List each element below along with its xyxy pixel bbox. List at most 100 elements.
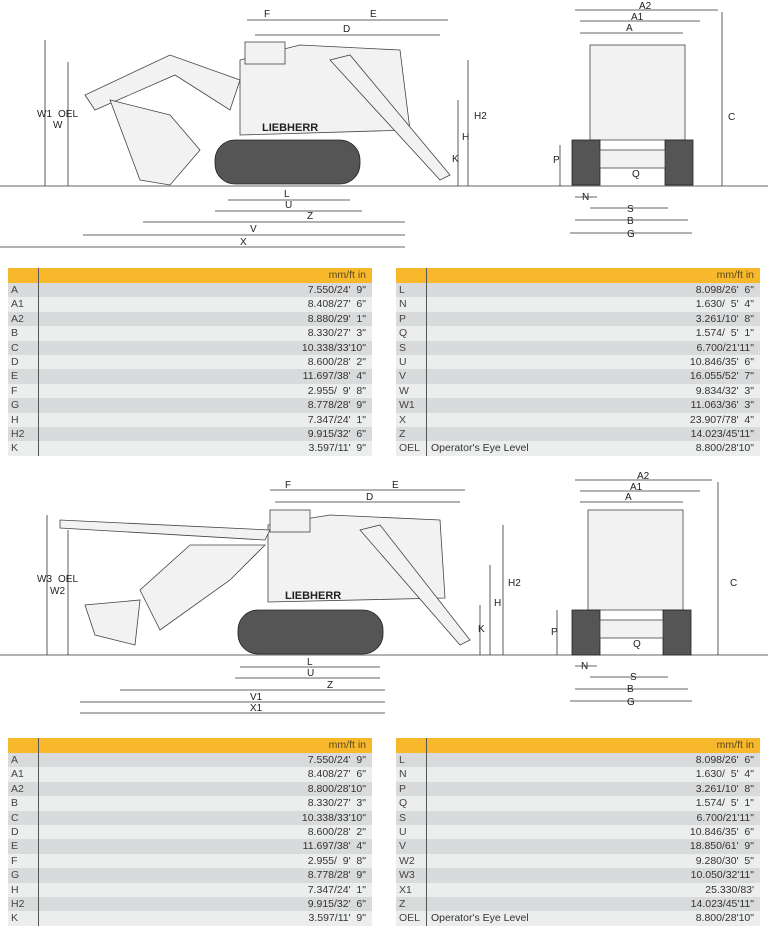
- dimension-value: 1.630/ 5' 4": [695, 768, 754, 781]
- dimension-key: A: [11, 284, 19, 296]
- dimension-label: A1: [631, 12, 644, 23]
- dimension-value: 9.280/30' 5": [695, 854, 754, 867]
- dimension-label: N: [582, 192, 589, 203]
- dimension-key: B: [11, 327, 19, 340]
- dimension-description: Operator's Eye Level: [431, 912, 529, 925]
- dimension-value: 11.697/38' 4": [302, 840, 366, 853]
- dimension-label: L: [284, 189, 290, 200]
- dimension-value: 8.778/28' 9": [307, 399, 366, 412]
- dimension-key: H2: [11, 897, 25, 910]
- dimension-key: X1: [399, 883, 412, 896]
- dimension-key: C: [11, 811, 19, 824]
- dimension-value: 18.850/61' 9": [689, 840, 754, 853]
- dimension-key: L: [399, 284, 405, 296]
- table-row: Z 14.023/45'11": [396, 426, 760, 442]
- dimension-value: 8.098/26' 6": [695, 284, 754, 296]
- dimension-value: 10.846/35' 6": [689, 825, 754, 838]
- dimension-key: K: [11, 442, 19, 455]
- dimension-key: K: [11, 912, 19, 925]
- dimension-key: B: [11, 797, 19, 810]
- dimension-label: H2: [474, 111, 487, 122]
- dimension-label: D: [366, 492, 373, 503]
- table-row: W1 11.063/36' 3": [396, 398, 760, 413]
- brand-logo: LIEBHERR: [262, 122, 318, 134]
- dimension-label: F: [264, 9, 270, 20]
- table-row: G 8.778/28' 9": [8, 398, 372, 413]
- dimension-key: D: [11, 825, 19, 838]
- dimension-key: F: [11, 854, 18, 867]
- dimension-label: A2: [637, 471, 650, 482]
- dimension-value: 3.261/10' 8": [695, 782, 754, 795]
- dimension-label: Z: [327, 680, 333, 691]
- dimension-label: V: [250, 224, 257, 235]
- dimension-key: N: [399, 768, 407, 781]
- dimension-label: U: [307, 668, 314, 679]
- table-row: L 8.098/26' 6": [396, 283, 760, 298]
- dimension-key: OEL: [399, 442, 421, 455]
- dimension-key: P: [399, 312, 407, 325]
- dimension-key: G: [11, 869, 20, 882]
- dimension-key: U: [399, 355, 407, 368]
- dimension-value: 8.408/27' 6": [307, 768, 366, 781]
- dimension-value: 8.408/27' 6": [307, 298, 366, 311]
- dimension-label: H: [462, 132, 469, 143]
- dimension-key: N: [399, 298, 407, 311]
- dimension-label: G: [627, 229, 635, 240]
- dimension-key: X: [399, 413, 407, 426]
- unit-header: mm/ft in: [716, 269, 754, 281]
- dimension-value: 11.697/38' 4": [302, 370, 366, 383]
- dimension-label: L: [307, 657, 313, 668]
- table-row: A1 8.408/27' 6": [8, 297, 372, 312]
- dimension-key: W2: [399, 854, 415, 867]
- dimension-value: 14.023/45'11": [690, 427, 754, 440]
- dimension-key: OEL: [399, 912, 421, 925]
- dimension-key: Z: [399, 427, 406, 440]
- dimension-label: P: [553, 155, 560, 166]
- table-row: P 3.261/10' 8": [396, 311, 760, 327]
- dimension-value: 3.261/10' 8": [695, 312, 754, 325]
- dimension-description: Operator's Eye Level: [431, 442, 529, 455]
- dimension-key: L: [399, 754, 405, 766]
- table-row: E 11.697/38' 4": [8, 839, 372, 854]
- dimension-key: W1: [399, 399, 415, 412]
- dimension-label: H2: [508, 578, 521, 589]
- dimension-label: A2: [639, 1, 652, 12]
- dimension-key: S: [399, 811, 407, 824]
- table-row: E 11.697/38' 4": [8, 369, 372, 384]
- dimension-key: H2: [11, 427, 25, 440]
- dimension-value: 8.600/28' 2": [307, 825, 366, 838]
- dimension-key: A1: [11, 768, 24, 781]
- dimension-key: Q: [399, 797, 408, 810]
- dimension-value: 8.800/28'10": [695, 442, 754, 455]
- dimension-key: E: [11, 840, 19, 853]
- dimension-value: 11.063/36' 3": [690, 399, 754, 412]
- dimension-label: V1: [250, 692, 263, 703]
- dimension-key: A1: [11, 298, 24, 311]
- dimension-label: S: [627, 204, 634, 215]
- dimension-label: D: [343, 24, 350, 35]
- dimension-key: V: [399, 840, 407, 853]
- dimension-key: C: [11, 341, 19, 354]
- dimension-label: A1: [630, 482, 643, 493]
- dimension-key: E: [11, 370, 19, 383]
- dimension-key: G: [11, 399, 20, 412]
